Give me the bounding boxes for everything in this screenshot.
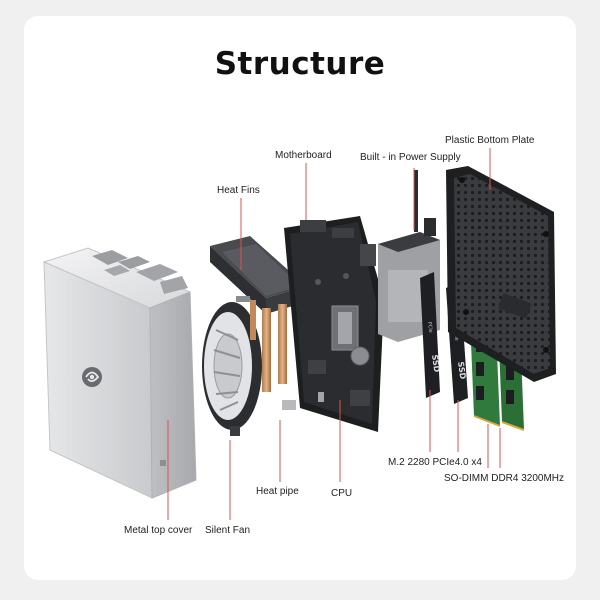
- bottom-plate: [446, 166, 556, 382]
- ssd-label-2: SSD: [456, 361, 467, 380]
- label-metal-top-cover: Metal top cover: [124, 525, 193, 536]
- ssd-brand-1: PCIe: [426, 321, 433, 333]
- label-motherboard: Motherboard: [275, 150, 332, 161]
- label-ram: SO-DIMM DDR4 3200MHz: [444, 473, 565, 484]
- leader-lines: [167, 148, 501, 520]
- label-heat-fins: Heat Fins: [217, 185, 260, 196]
- page-title: Structure: [214, 46, 386, 82]
- label-power-supply: Built - in Power Supply: [360, 152, 461, 163]
- metal-top-cover: [42, 247, 197, 499]
- ssd-label-1: SSD: [430, 354, 441, 373]
- motherboard: [284, 216, 384, 432]
- label-m2-ssd: M.2 2280 PCIe4.0 x4: [388, 457, 482, 468]
- label-heat-pipe: Heat pipe: [256, 486, 299, 497]
- heat-pipe: [236, 296, 296, 410]
- label-cpu: CPU: [331, 488, 353, 499]
- label-bottom-plate: Plastic Bottom Plate: [445, 135, 535, 146]
- silent-fan: [202, 302, 262, 436]
- swirl-logo-icon: [82, 367, 102, 387]
- label-silent-fan: Silent Fan: [205, 525, 251, 536]
